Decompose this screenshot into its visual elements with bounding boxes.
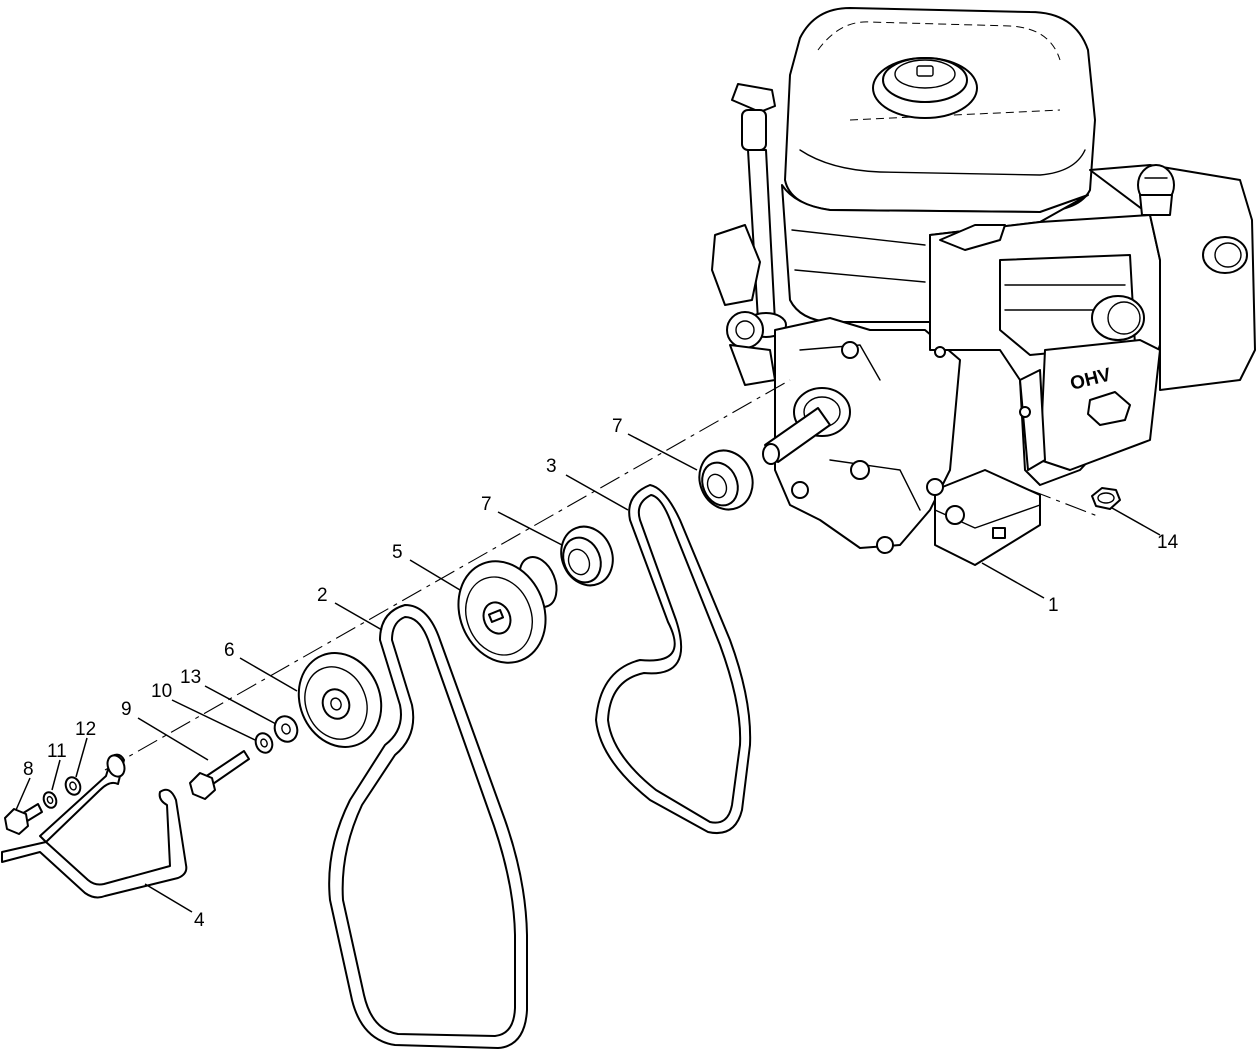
callout-4: 4 <box>194 910 205 931</box>
leader-8 <box>15 777 31 811</box>
callout-6: 6 <box>224 640 235 661</box>
leader-2 <box>334 602 383 631</box>
leader-3 <box>565 474 629 511</box>
callout-10: 10 <box>151 681 172 702</box>
primer-bulb <box>1137 164 1175 216</box>
leader-14 <box>1111 507 1161 536</box>
bearing-7-lower <box>560 525 614 587</box>
leader-7a <box>627 433 698 471</box>
washer-13 <box>273 715 299 743</box>
drive-pulley-5 <box>457 556 558 664</box>
leader-9 <box>137 717 209 761</box>
washer-11 <box>42 791 58 809</box>
bolt-9 <box>189 750 250 800</box>
drive-belt-front <box>328 604 528 1049</box>
leader-6 <box>239 657 298 692</box>
callout-9: 9 <box>121 699 132 720</box>
leader-12 <box>75 737 88 778</box>
mount-bolt-centerline <box>1029 489 1101 518</box>
crankshaft <box>762 387 851 465</box>
assembly-centerline <box>104 379 791 771</box>
bearing-7-upper <box>698 449 754 511</box>
callout-1: 1 <box>1048 595 1059 616</box>
leader-11 <box>51 759 61 791</box>
bolt-8 <box>4 803 43 835</box>
flange-nut-14 <box>1091 487 1121 510</box>
callout-5: 5 <box>392 542 403 563</box>
leader-7b <box>497 511 563 546</box>
engine-assembly: OHV <box>711 7 1256 566</box>
leader-5 <box>409 559 461 591</box>
leader-1 <box>981 562 1045 599</box>
callout-11: 11 <box>47 741 67 762</box>
callout-2: 2 <box>317 585 328 606</box>
callout-7a: 7 <box>612 416 623 437</box>
callout-12: 12 <box>75 719 96 740</box>
washer-10 <box>254 732 274 754</box>
callout-8: 8 <box>23 759 34 780</box>
drive-belt-rear <box>595 484 752 834</box>
callout-14: 14 <box>1157 532 1179 553</box>
leader-10 <box>171 699 256 741</box>
air-cleaner-knob <box>1091 295 1145 341</box>
leader-4 <box>144 883 193 913</box>
callout-3: 3 <box>546 456 557 477</box>
callout-7b: 7 <box>481 494 492 515</box>
callout-13: 13 <box>180 667 201 688</box>
idler-bracket-4 <box>1 753 188 899</box>
fuel-cap <box>872 57 978 119</box>
washer-12 <box>64 776 82 796</box>
idler-pulley-6 <box>297 652 383 748</box>
leader-13 <box>204 685 277 725</box>
callout-labels: 1 2 3 4 5 6 7 7 8 9 10 11 12 13 14 <box>23 416 1179 931</box>
leader-lines <box>15 433 1161 913</box>
